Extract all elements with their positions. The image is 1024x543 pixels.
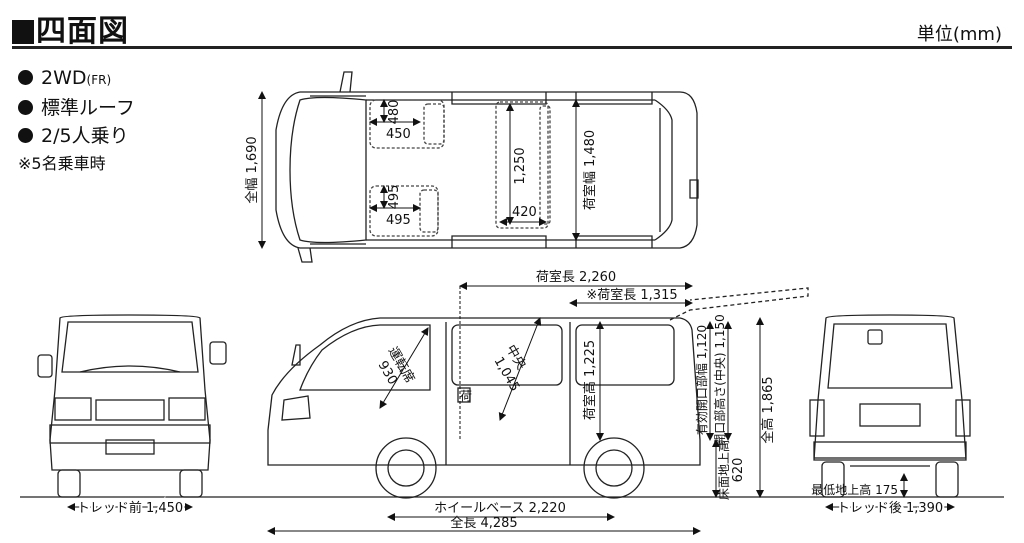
front-body-outline <box>49 314 211 471</box>
top-roof-lines <box>366 99 655 241</box>
spec-note: ※5名乗車時 <box>18 154 106 173</box>
label-cargo-length-note: ※荷室長 1,315 <box>586 287 677 303</box>
bullet-icon <box>18 100 33 115</box>
label-tread-rear: トレッド後 1,390 <box>837 501 943 516</box>
top-roof-rails-rear <box>575 92 653 248</box>
front-headlight-left <box>54 397 92 421</box>
side-door-lines <box>445 322 571 465</box>
front-tire-right <box>179 469 203 498</box>
label-seat-rear-width: 495 <box>386 213 411 228</box>
side-tailgate-open <box>669 287 809 321</box>
front-grille <box>95 399 165 421</box>
top-body-outline <box>275 91 698 249</box>
rear-view <box>809 314 971 498</box>
rear-bumper <box>813 441 967 459</box>
side-front-hub <box>387 449 425 487</box>
spec-drive: 2WD(FR) <box>18 64 135 94</box>
spec-roof-text: 標準ルーフ <box>41 97 135 119</box>
label-overall-height: 全高 1,865 <box>760 376 776 443</box>
front-tire-left <box>57 469 81 498</box>
side-rear-window <box>575 324 675 386</box>
bullet-icon <box>18 70 33 85</box>
label-floor-height-val: 620 <box>731 458 746 483</box>
rear-window <box>827 323 953 389</box>
side-front-window <box>299 324 431 391</box>
spec-seating-text: 2/5人乗り <box>41 125 129 147</box>
rear-tire-right <box>935 461 959 498</box>
page-title: 四面図 <box>12 6 129 50</box>
front-bumper <box>49 424 211 444</box>
label-center-length: 1,250 <box>513 147 528 184</box>
top-rear-window <box>654 99 673 241</box>
top-seat-rear-back <box>419 189 439 233</box>
header-rule <box>12 46 1012 49</box>
front-mirror-right <box>209 341 227 365</box>
top-mirror-left <box>339 71 353 93</box>
label-center-width: 420 <box>512 205 537 220</box>
page-title-text: 四面図 <box>36 14 129 49</box>
label-rear-opening-height: 開口部高さ(中央) 1,150 <box>712 314 727 446</box>
side-rear-wheel <box>583 437 645 499</box>
front-wiper <box>79 365 181 373</box>
side-view <box>267 287 809 499</box>
top-seat-rear <box>369 185 439 237</box>
spec-drive-sub: (FR) <box>86 73 112 87</box>
side-seat-badge <box>457 387 471 403</box>
side-headlight <box>281 395 311 421</box>
label-seat-front-depth: 480 <box>387 100 402 125</box>
label-floor-height: 床面地上高 <box>716 440 731 500</box>
spec-list: 2WD(FR) 標準ルーフ 2/5人乗り ※5名乗車時 <box>18 64 135 178</box>
label-cargo-length: 荷室長 2,260 <box>536 269 616 285</box>
side-mirror <box>291 344 301 366</box>
side-rear-hub <box>595 449 633 487</box>
rear-mirror <box>867 329 883 345</box>
dim-center <box>498 317 542 421</box>
bullet-icon <box>18 128 33 143</box>
rear-plate <box>859 403 921 427</box>
top-center-seat <box>495 101 549 229</box>
front-view <box>37 314 227 498</box>
label-cargo-height: 荷室高 1,225 <box>582 340 598 420</box>
label-ground-clearance: 最低地上高 175 <box>811 482 898 497</box>
rear-tire-left <box>821 461 845 498</box>
front-mirror-left <box>37 354 53 378</box>
dim-driver-seat <box>379 327 429 409</box>
top-rear-mirror <box>689 179 699 199</box>
front-headlight-right <box>168 397 206 421</box>
label-seat-rear-depth: 495 <box>387 185 402 210</box>
label-seat-badge: 荷 <box>460 389 472 403</box>
front-plate <box>105 439 155 455</box>
label-wheelbase: ホイールベース 2,220 <box>434 501 566 516</box>
side-body-outline <box>267 317 701 466</box>
top-view <box>275 71 699 263</box>
side-front-wheel <box>375 437 437 499</box>
top-mirror-right <box>297 247 313 263</box>
side-view-dims <box>267 282 764 535</box>
label-cargo-width: 荷室幅 1,480 <box>582 130 598 210</box>
spec-drive-text: 2WD <box>41 67 87 89</box>
top-roof-rails <box>451 92 547 248</box>
spec-roof: 標準ルーフ <box>18 94 135 122</box>
top-seat-front-back <box>423 103 445 145</box>
label-overall-width: 全幅 1,690 <box>244 136 260 203</box>
label-overall-length: 全長 4,285 <box>450 515 517 531</box>
rear-light-right <box>955 399 971 437</box>
label-seat-front-width: 450 <box>386 127 411 142</box>
front-windshield <box>61 321 199 373</box>
title-square-icon <box>12 20 34 44</box>
rear-body-outline <box>813 314 967 461</box>
top-view-dims <box>258 91 580 249</box>
unit-label: 単位(mm) <box>916 24 1002 45</box>
label-tread-front: トレッド前 1,450 <box>77 500 183 516</box>
top-hood-edge <box>310 95 366 245</box>
top-hood <box>289 96 367 244</box>
rear-light-left <box>809 399 825 437</box>
spec-seating: 2/5人乗り <box>18 122 135 150</box>
label-rear-opening-width: 有効開口部幅 1,120 <box>694 325 709 435</box>
